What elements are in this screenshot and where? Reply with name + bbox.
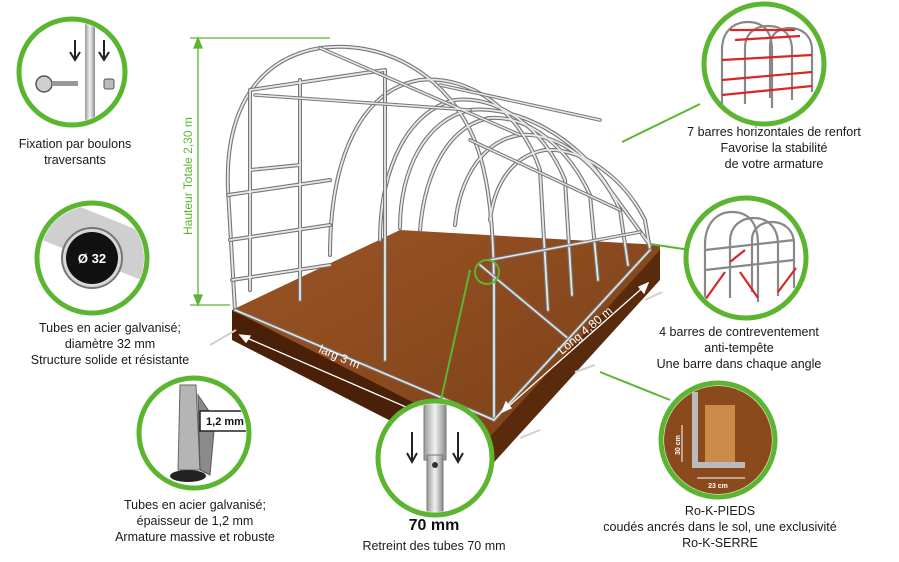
feet-callout-icon: 30 cm 23 cm [658,380,778,500]
feet-dim-horizontal: 23 cm [708,483,728,490]
tube-diameter-caption: Tubes en acier galvanisé; diamètre 32 mm… [30,321,190,367]
soil-top [232,230,660,465]
feet-line-1: Ro-K-PIEDS [684,504,756,518]
horizontal-bars-callout-icon [701,1,827,127]
foot-stakes [209,291,663,439]
tube-diameter-line-1: Tubes en acier galvanisé; [39,321,181,335]
feet-line-3: Ro-K-SERRE [682,536,758,550]
feet-caption: Ro-K-PIEDS coudés ancrés dans le sol, un… [603,504,837,550]
bolts-line-2: traversants [44,153,106,167]
tube-reduction-callout-icon [375,398,495,518]
horizontal-bars-line-3: de votre armature [724,157,824,171]
feet-line-2: coudés ancrés dans le sol, une exclusivi… [603,520,837,534]
tube-reduction-title: 70 mm [409,517,460,534]
tube-diameter-line-3: Structure solide et résistante [30,353,190,367]
bolts-caption: Fixation par boulons traversants [18,137,132,167]
bracing-bars-line-2: anti-tempête [704,341,774,355]
bracing-bars-caption: 4 barres de contreventement anti-tempête… [656,325,822,371]
bracing-bars-callout-icon [683,195,809,321]
length-dimension [500,281,650,414]
tube-diameter-line-2: diamètre 32 mm [64,337,156,351]
bolts-callout-icon [16,16,128,128]
feet-dim-vertical: 30 cm [675,435,682,455]
bracing-bars-line-3: Une barre dans chaque angle [656,357,822,371]
thickness-line-2: épaisseur de 1,2 mm [136,514,254,528]
height-dimension [190,36,330,307]
thickness-line-1: Tubes en acier galvanisé; [124,498,266,512]
height-label: Hauteur Totale 2,30 m [181,117,195,235]
tube-diameter-badge: Ø 32 [78,251,106,266]
thickness-badge: 1,2 mm [206,416,244,428]
greenhouse-frame [225,44,652,422]
callout-connectors [439,103,701,405]
tube-diameter-callout-icon: Ø 32 [34,200,150,316]
thickness-callout-icon: 1,2 mm [136,375,252,491]
bolts-line-1: Fixation par boulons [18,137,132,151]
thickness-line-3: Armature massive et robuste [115,530,275,544]
thickness-caption: Tubes en acier galvanisé; épaisseur de 1… [115,498,275,544]
horizontal-bars-caption: 7 barres horizontales de renfort Favoris… [687,125,861,171]
horizontal-bars-line-2: Favorise la stabilité [720,141,828,155]
tube-reduction-line-1: Retreint des tubes 70 mm [362,539,505,553]
bracing-bars-line-1: 4 barres de contreventement [659,325,819,339]
horizontal-bars-line-1: 7 barres horizontales de renfort [687,125,861,139]
